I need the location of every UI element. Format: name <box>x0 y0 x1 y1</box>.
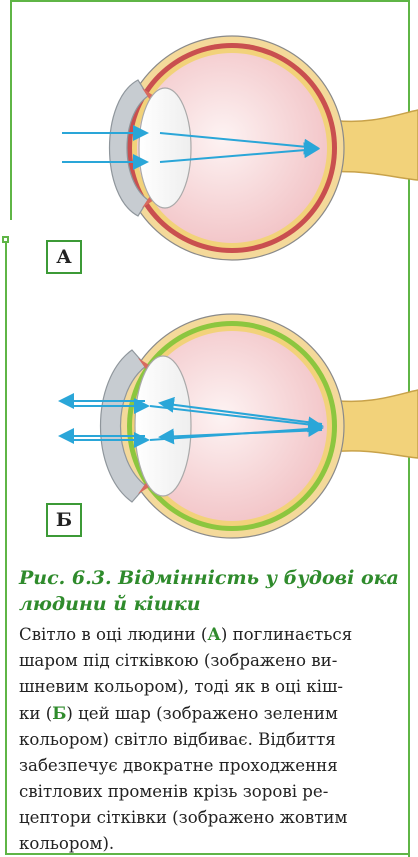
text-line: світлових променів крізь зорові ре- <box>19 779 409 805</box>
text-line: кольором). <box>19 831 409 857</box>
text-fragment: ) поглинається <box>221 625 352 644</box>
text-fragment: ) цей шар (зображено зеленим <box>66 704 337 723</box>
mark-a: А <box>207 624 221 644</box>
cat-eye <box>60 314 418 538</box>
caption-line-2: людини й кішки <box>19 591 411 617</box>
text-fragment: ки ( <box>19 704 52 723</box>
label-b: Б <box>46 503 82 537</box>
text-line: ки (Б) цей шар (зображено зеленим <box>19 700 409 727</box>
text-line: кольором) світло відбиває. Відбиття <box>19 727 409 753</box>
text-line: шаром під сітківкою (зображено ви- <box>19 648 409 674</box>
figure-description: Світло в оці людини (А) поглинається шар… <box>19 621 409 857</box>
lens <box>139 88 191 208</box>
eye-figure <box>0 0 418 560</box>
text-line: цептори сітківки (зображено жовтим <box>19 805 409 831</box>
human-eye <box>62 36 418 260</box>
text-line: шневим кольором), тоді як в оці кіш- <box>19 674 409 700</box>
label-a: А <box>46 240 82 274</box>
text-line: Світло в оці людини (А) поглинається <box>19 621 409 648</box>
text-fragment: Світло в оці людини ( <box>19 625 207 644</box>
figure-caption: Рис. 6.3. Відмінність у будові ока людин… <box>19 565 411 617</box>
text-line: забезпечує двократне проходження <box>19 753 409 779</box>
caption-line-1: Рис. 6.3. Відмінність у будові ока <box>19 565 411 591</box>
lens <box>135 356 191 496</box>
mark-b: Б <box>52 703 66 723</box>
